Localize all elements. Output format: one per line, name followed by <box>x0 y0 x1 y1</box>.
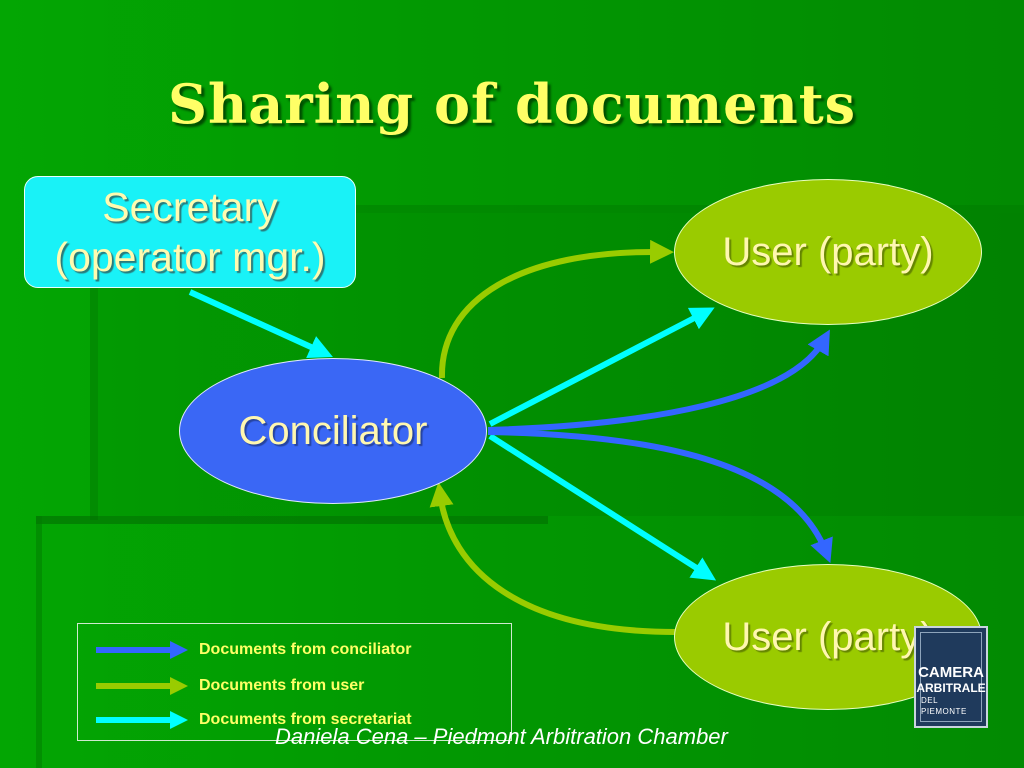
slide-footer: Daniela Cena – Piedmont Arbitration Cham… <box>275 724 728 749</box>
secretary-sublabel: (operator mgr.) <box>54 234 326 280</box>
user-party-node-top: User (party) <box>674 179 982 325</box>
secretary-label: Secretary <box>102 184 278 230</box>
camera-arbitrale-logo: CAMERA ARBITRALE DEL PIEMONTE <box>914 626 988 728</box>
legend-arrow-cyan <box>96 711 188 729</box>
legend-label: Documents from user <box>199 677 365 694</box>
decorative-line <box>36 516 42 768</box>
legend-arrow-blue <box>96 641 188 659</box>
logo-text: ARBITRALE <box>916 681 986 695</box>
secretary-box: Secretary (operator mgr.) <box>24 176 356 288</box>
legend-label: Documents from conciliator <box>199 641 412 658</box>
arrow-user-arc-top <box>438 239 674 379</box>
arrow-secretariat-to-user-top <box>488 307 715 427</box>
decorative-line <box>90 280 98 520</box>
conciliator-label: Conciliator <box>238 408 428 453</box>
slide-title: Sharing of documents <box>167 72 857 136</box>
legend-label: Documents from secretariat <box>199 711 412 728</box>
legend-arrow-green <box>96 677 188 695</box>
legend-item-secretariat: Documents from secretariat <box>78 708 511 732</box>
legend: Documents from conciliator Documents fro… <box>77 623 512 741</box>
legend-item-conciliator: Documents from conciliator <box>78 638 511 662</box>
user-party-label: User (party) <box>722 229 934 274</box>
user-party-label: User (party) <box>722 614 934 659</box>
arrow-secretariat-to-user-bottom <box>488 433 717 581</box>
arrow-conciliator-to-user-top <box>487 329 830 433</box>
decorative-line <box>90 205 1024 213</box>
decorative-line <box>36 516 548 524</box>
arrow-user-to-conciliator <box>429 482 677 635</box>
arrow-conciliator-to-user-bottom <box>487 429 833 564</box>
arrow-secretariat-to-conciliator <box>188 289 333 358</box>
logo-text: DEL PIEMONTE <box>921 696 967 716</box>
logo-text: CAMERA <box>918 664 984 681</box>
legend-item-user: Documents from user <box>78 674 511 698</box>
conciliator-node: Conciliator <box>179 358 487 504</box>
